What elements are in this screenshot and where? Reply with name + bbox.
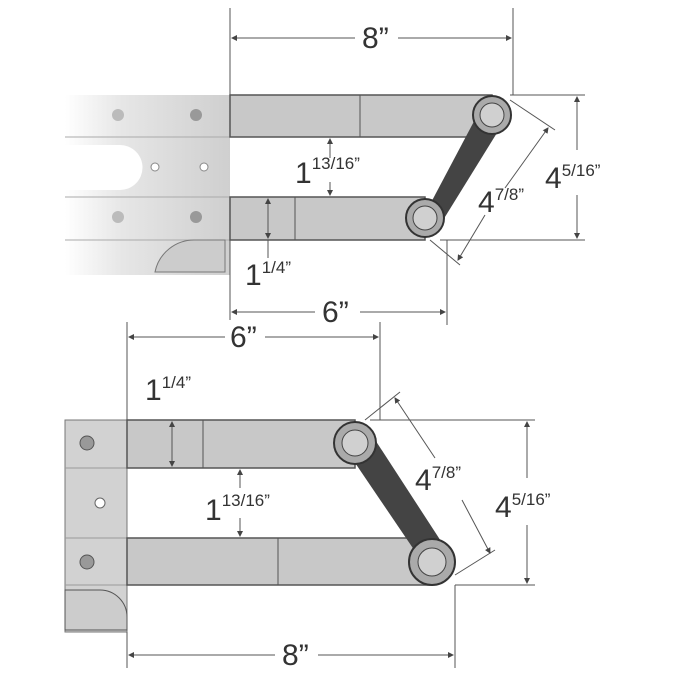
bottom-link-label: 47/8” xyxy=(415,463,461,497)
bottom-gap-label: 113/16” xyxy=(205,491,270,527)
upper-arm xyxy=(229,94,493,138)
bottom-view: 6” 11/4” 113/16” 47/8” 45/16” 8” xyxy=(64,321,551,672)
mounting-bracket xyxy=(65,95,231,275)
top-height-label: 45/16” xyxy=(545,161,601,195)
bottom-width-label: 8” xyxy=(282,639,309,672)
top-view: 8” 45/16” 47/8” 113/16” 11/4” 6” xyxy=(65,8,601,329)
top-width-label: 8” xyxy=(362,22,389,55)
link-bar xyxy=(426,110,500,225)
top-link-label: 47/8” xyxy=(478,185,524,219)
bottom-height-label: 45/16” xyxy=(495,490,551,524)
top-gap-label: 113/16” xyxy=(295,154,360,190)
bottom-arm-label: 11/4” xyxy=(145,373,191,407)
top-arm-label: 11/4” xyxy=(245,258,291,292)
mounting-bracket xyxy=(64,419,128,633)
top-lower-label: 6” xyxy=(322,296,349,329)
link-bar xyxy=(345,432,448,566)
lower-arm xyxy=(229,196,426,241)
bottom-upper-label: 6” xyxy=(230,321,257,354)
upper-arm xyxy=(126,419,356,469)
